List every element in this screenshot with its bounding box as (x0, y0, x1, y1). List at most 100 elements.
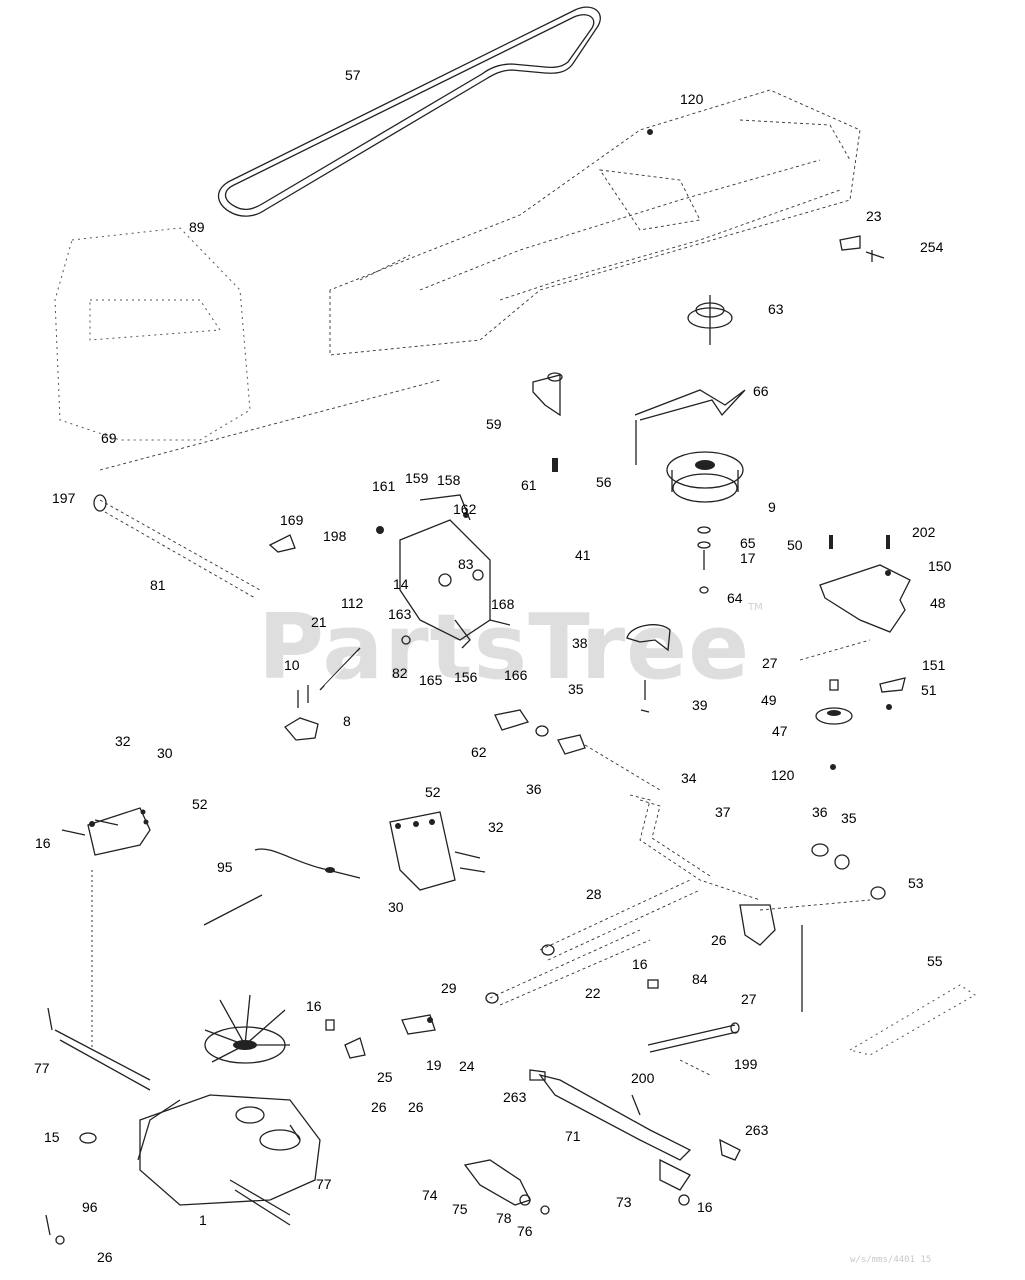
callout-169: 169 (280, 512, 304, 528)
pin-77-drawing (47, 1007, 53, 1031)
bushing-36-right-drawing (811, 843, 829, 857)
rod-84-drawing (647, 1024, 738, 1053)
plate-55-drawing (848, 984, 976, 1056)
callout-59: 59 (486, 416, 502, 432)
callout-27: 27 (762, 655, 778, 671)
callout-21: 21 (311, 614, 327, 630)
spring-82-drawing (319, 647, 361, 691)
callout-263: 263 (503, 1089, 527, 1105)
callout-26: 26 (97, 1249, 113, 1265)
bracket-30-middle-drawing (389, 811, 486, 891)
rod-66-drawing (634, 389, 746, 421)
rod-29-22-drawing (489, 929, 651, 1006)
callout-162: 162 (453, 501, 477, 517)
callout-96: 96 (82, 1199, 98, 1215)
callout-95: 95 (217, 859, 233, 875)
bracket-30-left-drawing (61, 807, 151, 856)
callout-49: 49 (761, 692, 777, 708)
callout-77: 77 (316, 1176, 332, 1192)
electric-clutch-9-drawing (666, 451, 744, 503)
bolt-39-drawing (640, 680, 650, 713)
callout-9: 9 (768, 499, 776, 515)
callout-120: 120 (680, 91, 704, 107)
callout-14: 14 (393, 576, 409, 592)
callout-32: 32 (115, 733, 131, 749)
callout-75: 75 (452, 1201, 468, 1217)
callout-65: 65 (740, 535, 756, 551)
lever-71-drawing (529, 1069, 741, 1206)
bracket-150-hole (885, 570, 891, 576)
clip-169-drawing (268, 534, 296, 553)
callout-19: 19 (426, 1057, 442, 1073)
callout-78: 78 (496, 1210, 512, 1226)
callout-28: 28 (586, 886, 602, 902)
nut-120-lower-drawing (830, 764, 836, 770)
callout-38: 38 (572, 635, 588, 651)
gear-stack-drawing (235, 1106, 301, 1151)
callout-69: 69 (101, 430, 117, 446)
cable-95-drawing (203, 848, 361, 926)
callout-51: 51 (921, 682, 937, 698)
shaft-62-35-36-drawing (494, 709, 661, 791)
callout-30: 30 (157, 745, 173, 761)
callout-52: 52 (192, 796, 208, 812)
callout-30: 30 (388, 899, 404, 915)
callout-35: 35 (568, 681, 584, 697)
callout-26: 26 (371, 1099, 387, 1115)
callout-82: 82 (392, 665, 408, 681)
callout-32: 32 (488, 819, 504, 835)
bracket-25-drawing (344, 1037, 366, 1059)
callout-71: 71 (565, 1128, 581, 1144)
callout-22: 22 (585, 985, 601, 1001)
callout-10: 10 (284, 657, 300, 673)
callout-198: 198 (323, 528, 347, 544)
callout-61: 61 (521, 477, 537, 493)
callout-39: 39 (692, 697, 708, 713)
callout-89: 89 (189, 219, 205, 235)
clip-23-drawing (839, 235, 861, 251)
callout-16: 16 (35, 835, 51, 851)
callout-151: 151 (922, 657, 946, 673)
pin-24-drawing (427, 1017, 433, 1023)
bracket-150-48-drawing (819, 564, 911, 633)
bolt-50-drawing (829, 535, 833, 549)
callout-29: 29 (441, 980, 457, 996)
cable-95-clip (325, 867, 335, 873)
bracket-59-drawing (532, 374, 561, 417)
bolt-61-drawing (552, 458, 558, 472)
callout-16: 16 (697, 1199, 713, 1215)
callout-83: 83 (458, 556, 474, 572)
bracket-38-drawing (626, 624, 671, 652)
callout-16: 16 (632, 956, 648, 972)
cooling-fan-drawing (204, 994, 290, 1064)
callout-120: 120 (771, 767, 795, 783)
callout-66: 66 (753, 383, 769, 399)
callout-158: 158 (437, 472, 461, 488)
callout-84: 84 (692, 971, 708, 987)
callout-76: 76 (517, 1223, 533, 1239)
callout-166: 166 (504, 667, 528, 683)
callout-15: 15 (44, 1129, 60, 1145)
bracket-59-hole (547, 372, 563, 382)
callout-150: 150 (928, 558, 952, 574)
callout-163: 163 (388, 606, 412, 622)
transaxle-assembly-drawing (54, 994, 321, 1226)
callout-57: 57 (345, 67, 361, 83)
steering-bar-34-37-drawing (629, 794, 761, 901)
callout-26: 26 (408, 1099, 424, 1115)
callout-159: 159 (405, 470, 429, 486)
callout-27: 27 (741, 991, 757, 1007)
nut-26-lower-drawing (55, 1235, 65, 1245)
side-panel-inner-drawing (89, 299, 221, 341)
watermark-trademark: TM (747, 602, 763, 613)
nut-51-drawing (886, 704, 892, 710)
rod-84-end-drawing (730, 1022, 740, 1034)
bracket-26-right-drawing (739, 904, 776, 946)
drive-belt-drawing (217, 6, 601, 217)
callout-23: 23 (866, 208, 882, 224)
callout-73: 73 (616, 1194, 632, 1210)
nut-120-upper-drawing (647, 129, 653, 135)
spacer-16-lower-drawing (325, 1019, 335, 1031)
